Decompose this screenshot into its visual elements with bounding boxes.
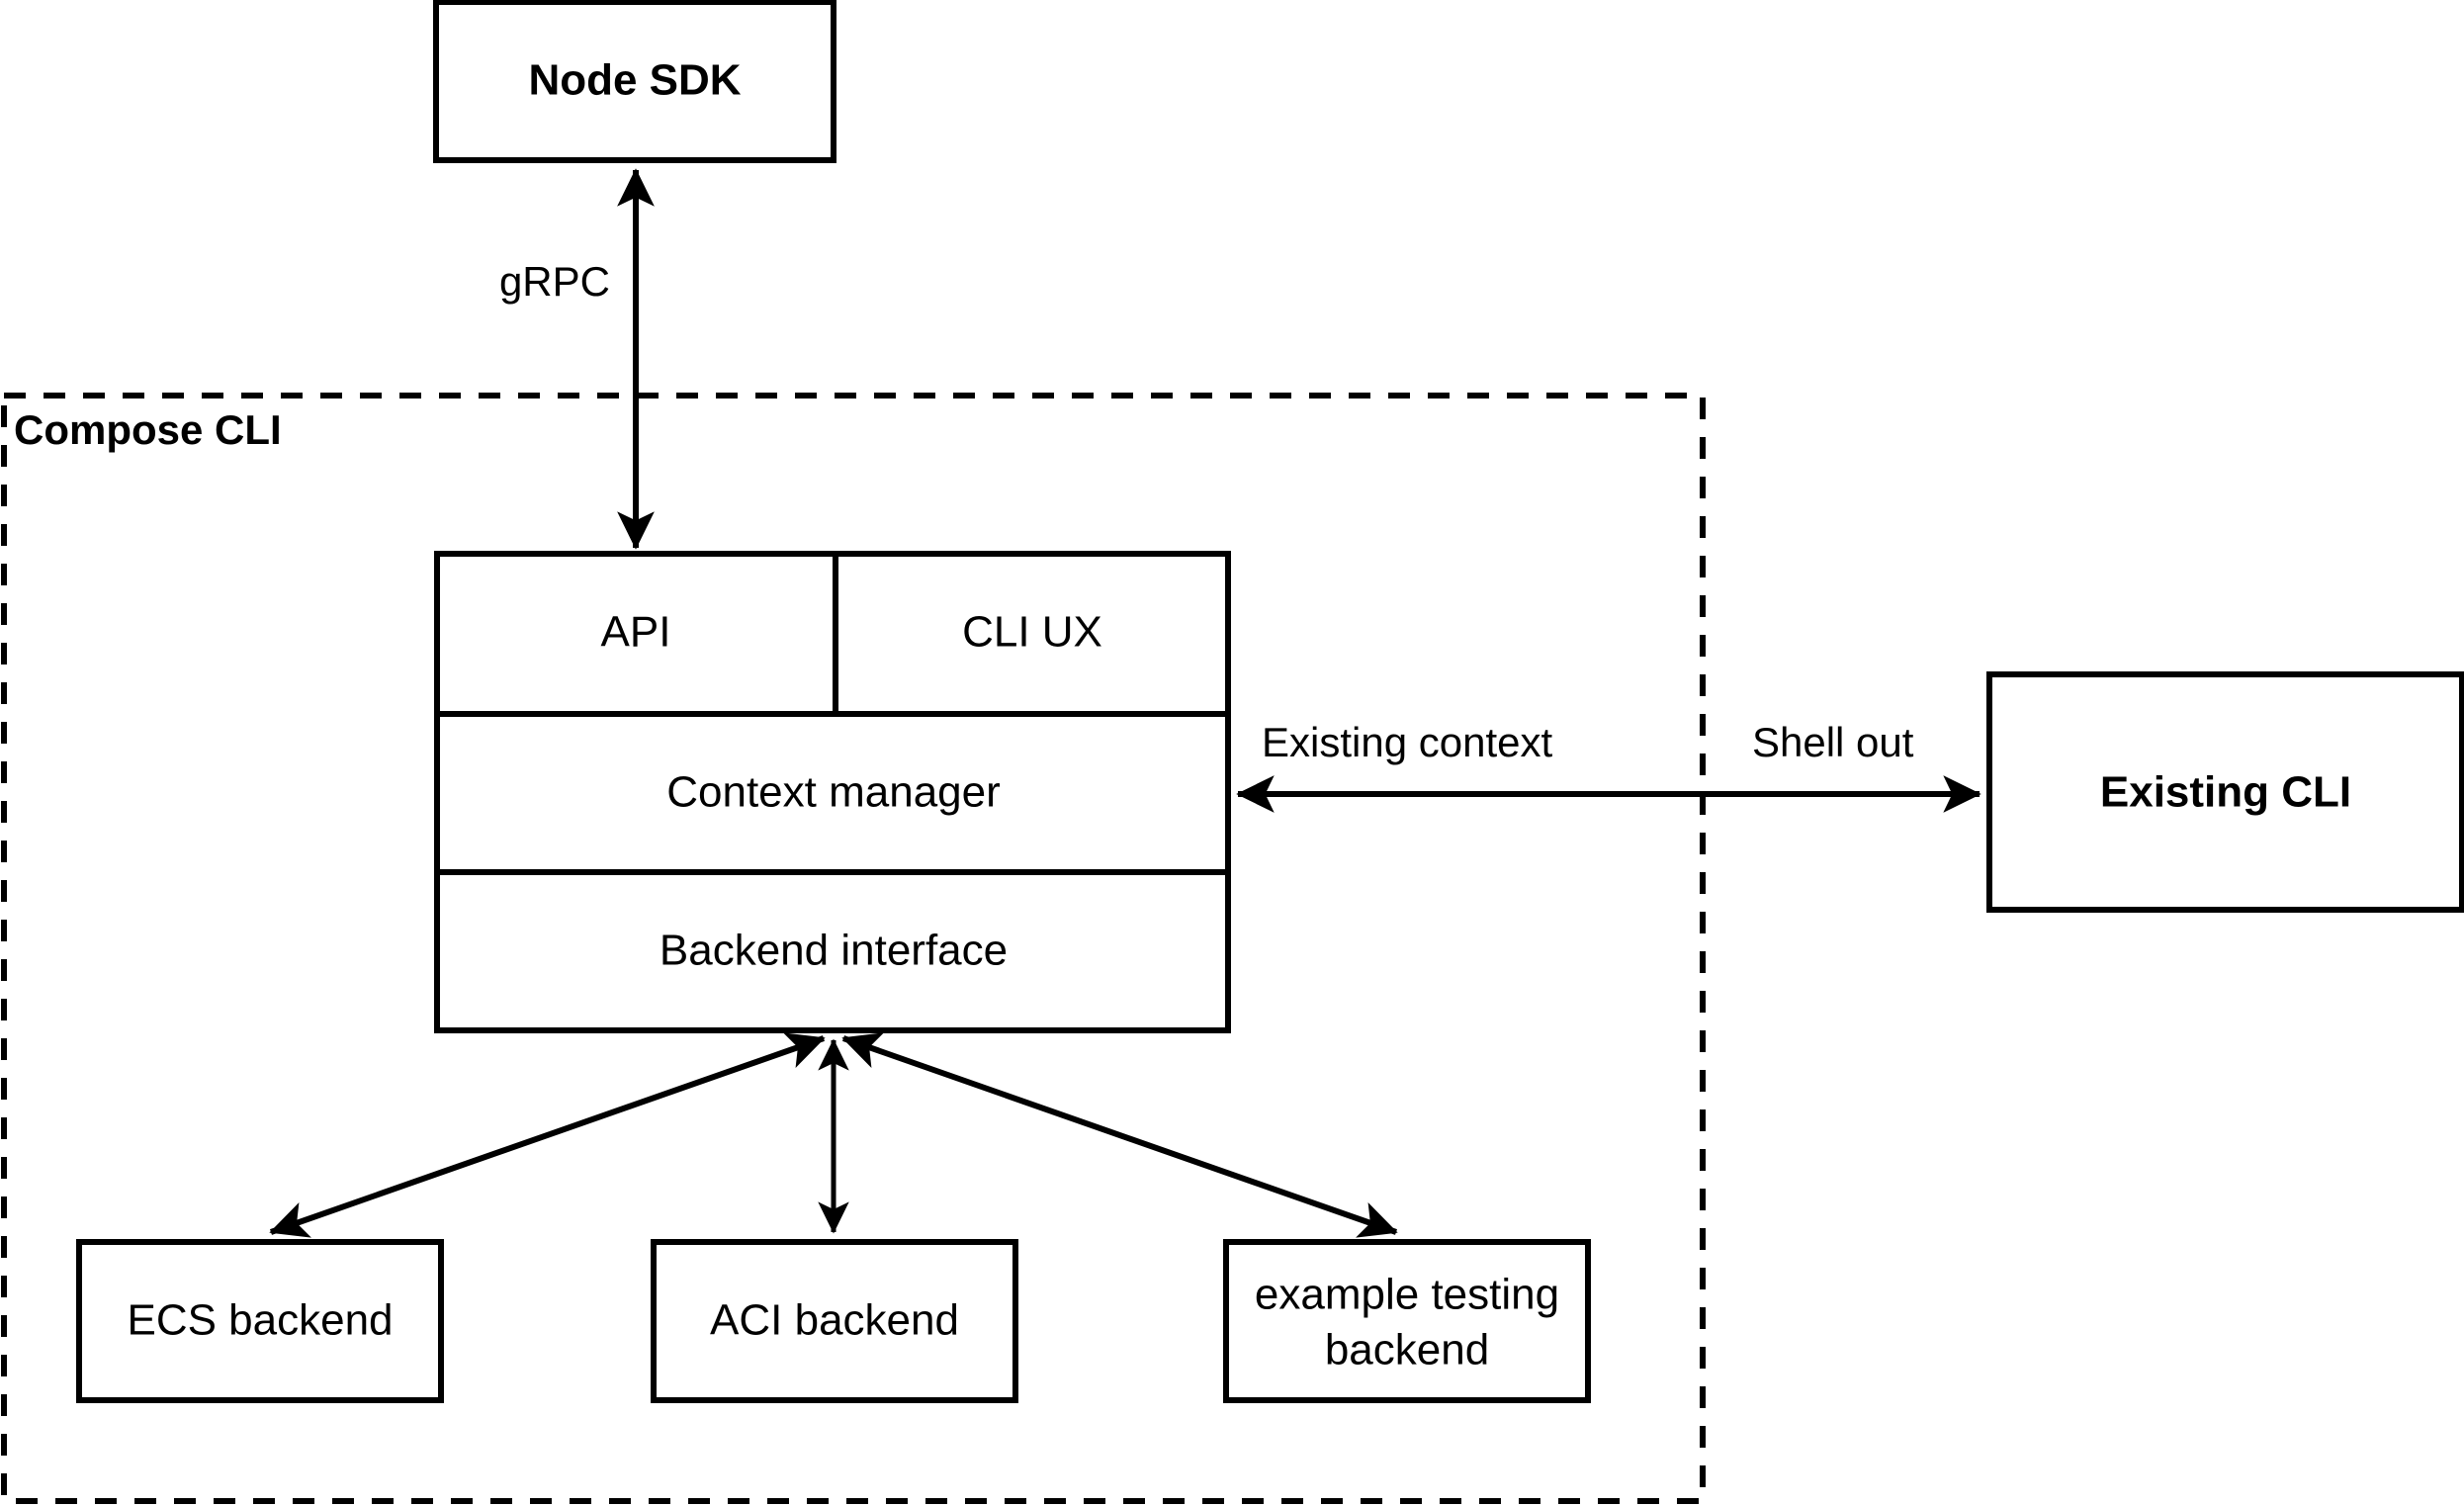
compose-cli-group: Compose CLI bbox=[1, 393, 1706, 1504]
example-testing-backend-label-line2: backend bbox=[1325, 1326, 1489, 1374]
edge-existing-cli: Existing context Shell out bbox=[1236, 719, 1981, 813]
backend-connectors bbox=[269, 1032, 1398, 1238]
example-testing-backend-rect bbox=[1223, 1239, 1591, 1403]
edge-grpc-label: gRPC bbox=[499, 258, 610, 305]
example-testing-backend-label-line1: example testing bbox=[1255, 1271, 1559, 1319]
existing-cli-label: Existing CLI bbox=[2100, 768, 2351, 817]
aci-backend-rect bbox=[651, 1239, 1018, 1403]
node-sdk-label: Node SDK bbox=[528, 56, 741, 105]
api-label: API bbox=[601, 608, 671, 657]
edge-to-ecs-line bbox=[269, 1032, 826, 1238]
edge-grpc: gRPC bbox=[499, 168, 655, 550]
ecs-backend-label: ECS backend bbox=[127, 1296, 393, 1345]
aci-backend-label: ACI backend bbox=[710, 1296, 959, 1345]
edge-to-example-line bbox=[841, 1032, 1398, 1238]
example-testing-backend-box: example testing backend bbox=[1223, 1239, 1591, 1403]
context-manager-label: Context manager bbox=[666, 768, 1001, 817]
compose-cli-stack: API CLI UX Context manager Backend inter… bbox=[434, 551, 1231, 1033]
compose-cli-group-border bbox=[1, 393, 1706, 1504]
edge-shell-out-label: Shell out bbox=[1752, 719, 1914, 765]
node-sdk-box: Node SDK bbox=[433, 0, 836, 163]
ecs-backend-box: ECS backend bbox=[76, 1239, 444, 1403]
cli-ux-label: CLI UX bbox=[962, 608, 1102, 657]
aci-backend-box: ACI backend bbox=[651, 1239, 1018, 1403]
backend-interface-label: Backend interface bbox=[660, 927, 1008, 975]
node-sdk-rect bbox=[433, 0, 836, 163]
existing-cli-rect bbox=[1986, 671, 2464, 913]
compose-cli-group-label: Compose CLI bbox=[14, 406, 282, 453]
ecs-backend-rect bbox=[76, 1239, 444, 1403]
edge-existing-context-label: Existing context bbox=[1262, 719, 1552, 765]
existing-cli-box: Existing CLI bbox=[1986, 671, 2464, 913]
